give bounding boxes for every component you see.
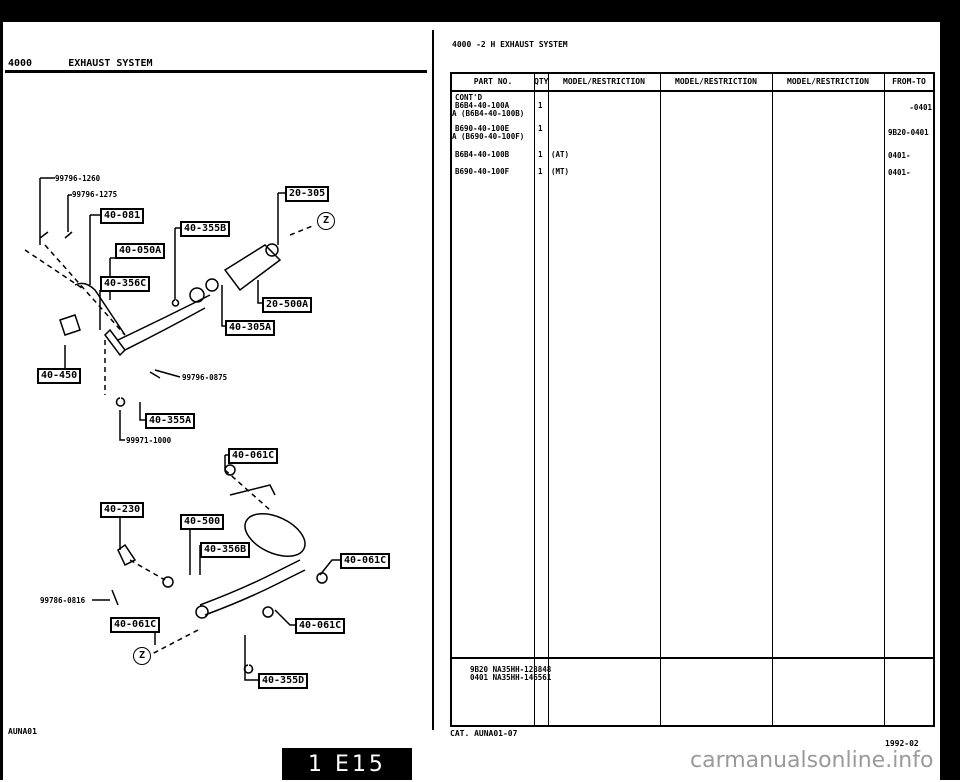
table-cell-from-to: 0401- — [888, 151, 911, 160]
table-cell-part: A (B6B4-40-100B) — [452, 109, 525, 118]
table-cell-from-to: -0401 — [909, 103, 932, 112]
col-header-part-no: PART NO. — [473, 77, 513, 86]
left-section-title: EXHAUST SYSTEM — [68, 58, 153, 69]
table-cell-part: B6B4-40-100A — [455, 101, 510, 110]
col-header-from-to: FROM-TO — [892, 77, 926, 86]
part-number-label: 99971-1000 — [126, 436, 172, 445]
part-number-label: 99796-1275 — [72, 190, 118, 199]
ref-callout: 40-355D — [258, 673, 309, 689]
part-number-label: 99796-1260 — [55, 174, 101, 183]
table-cell-qty: 1 — [538, 101, 543, 110]
column-divider — [772, 74, 773, 725]
parts-table: PART NO. QTY MODEL/RESTRICTION MODEL/RES… — [450, 72, 935, 727]
ref-callout: 40-305A — [225, 320, 276, 336]
right-page-heading: 4000 -2 H EXHAUST SYSTEM — [452, 40, 568, 49]
scan-border-left — [0, 0, 3, 780]
table-cell-model: (MT) — [551, 167, 570, 176]
table-cell-from-to: 9B20-0401 — [888, 128, 929, 137]
scan-border-right — [940, 0, 960, 780]
table-cell-part: B6B4-40-100B — [455, 150, 510, 159]
ref-callout: 40-356B — [200, 542, 251, 558]
watermark: carmanualsonline.info — [690, 748, 934, 773]
table-cell-part: B690-40-100E — [455, 124, 510, 133]
left-heading-rule — [5, 70, 427, 73]
column-divider — [660, 74, 661, 725]
ref-callout: 40-355A — [145, 413, 196, 429]
table-cell-part: CONT'D — [455, 93, 483, 102]
col-header-model: MODEL/RESTRICTION — [675, 77, 757, 86]
ref-callout: 40-356C — [100, 276, 151, 292]
ref-callout: 20-500A — [262, 297, 313, 313]
ref-callout: 40-450 — [37, 368, 82, 384]
ref-callout: 40-061C — [295, 618, 346, 634]
table-cell-part: A (B690-40-100F) — [452, 132, 525, 141]
ref-callout: 20-305 — [285, 186, 330, 202]
column-divider — [534, 74, 535, 725]
ref-callout: 40-061C — [228, 448, 279, 464]
circle-z-upper: Z — [317, 212, 335, 230]
table-cell-part: B690-40-100F — [455, 167, 510, 176]
table-cell-qty: 1 — [538, 167, 543, 176]
catalog-date: 1992-02 — [885, 739, 919, 748]
ref-callout: 40-061C — [340, 553, 391, 569]
ref-callout: 40-230 — [100, 502, 145, 518]
table-cell-qty: 1 — [538, 124, 543, 133]
serial-note: 0401 NA35HH-146561 — [470, 673, 552, 682]
table-cell-qty: 1 — [538, 150, 543, 159]
table-cell-model: (AT) — [551, 150, 570, 159]
page-label: 1 E15 — [282, 748, 412, 780]
serial-note: 9B20 NA35HH-128848 — [470, 665, 552, 674]
ref-callout: 40-050A — [115, 243, 166, 259]
left-footer-code: AUNA01 — [8, 727, 37, 736]
left-page-heading: 4000 EXHAUST SYSTEM — [8, 58, 153, 69]
ref-callout: 40-061C — [110, 617, 161, 633]
col-header-model: MODEL/RESTRICTION — [563, 77, 645, 86]
part-number-label: 99786-0816 — [40, 596, 86, 605]
table-cell-from-to: 0401- — [888, 168, 911, 177]
ref-callout: 40-355B — [180, 221, 231, 237]
col-header-model: MODEL/RESTRICTION — [787, 77, 869, 86]
scan-border-top — [0, 0, 960, 22]
column-divider — [548, 74, 549, 725]
page-divider — [432, 30, 434, 730]
catalog-code: CAT. AUNA01-07 — [450, 729, 518, 738]
col-header-qty: QTY — [534, 77, 549, 86]
ref-callout: 40-500 — [180, 514, 225, 530]
column-divider — [884, 74, 885, 725]
table-footer: 9B20 NA35HH-128848 0401 NA35HH-146561 — [452, 657, 933, 729]
part-number-label: 99796-0875 — [182, 373, 228, 382]
exhaust-diagram — [24, 177, 340, 681]
table-header — [452, 74, 933, 92]
circle-z-lower: Z — [133, 647, 151, 665]
ref-callout: 40-081 — [100, 208, 145, 224]
left-section-code: 4000 — [8, 58, 33, 69]
